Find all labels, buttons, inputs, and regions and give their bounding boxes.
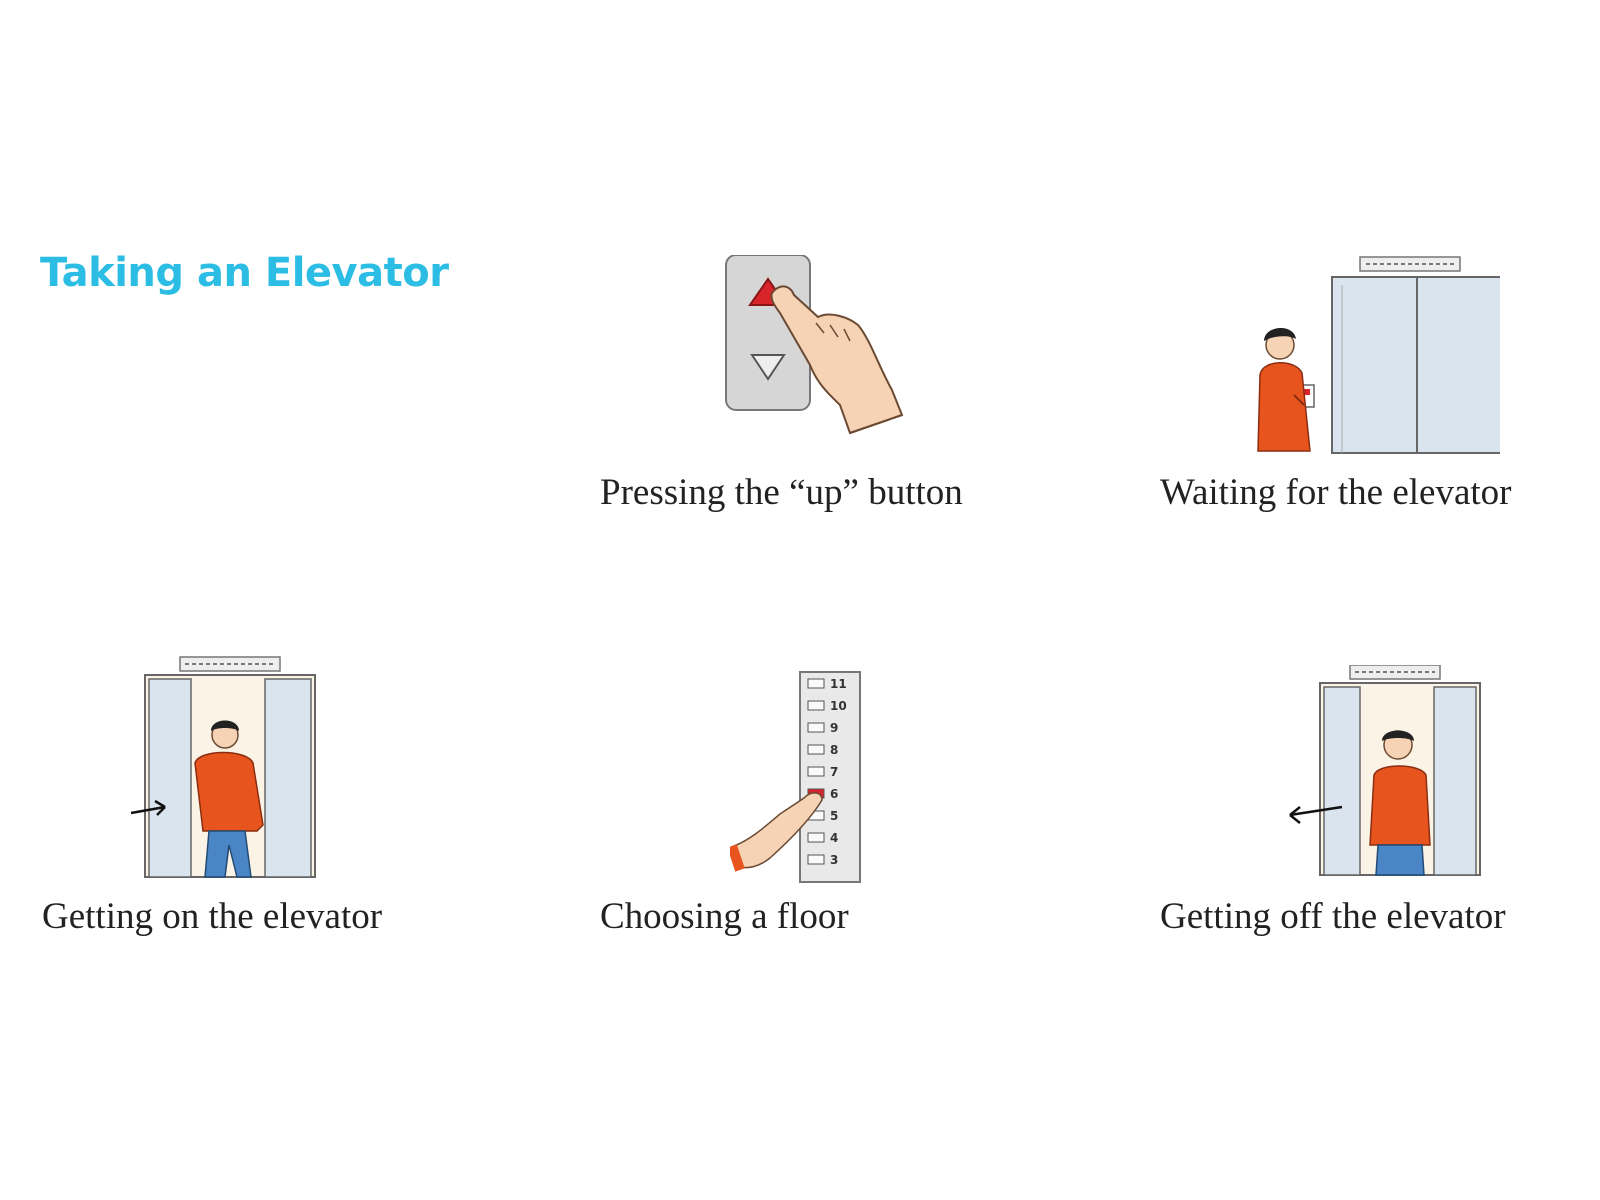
page-title: Taking an Elevator bbox=[40, 250, 449, 296]
caption-getting-on: Getting on the elevator bbox=[42, 896, 383, 937]
panel-pressing-up: Pressing the “up” button bbox=[600, 255, 1020, 525]
caption-waiting: Waiting for the elevator bbox=[1160, 472, 1512, 513]
up-button-icon bbox=[725, 255, 904, 435]
floor-label-7: 7 bbox=[830, 765, 838, 779]
floor-label-11: 11 bbox=[830, 677, 847, 691]
panel-waiting: Waiting for the elevator bbox=[1160, 255, 1580, 525]
floor-button-8 bbox=[807, 744, 825, 755]
elevator-waiting-icon bbox=[1257, 256, 1500, 454]
panel-getting-on: Getting on the elevator bbox=[40, 655, 460, 945]
floor-label-8: 8 bbox=[830, 743, 838, 757]
elevator-exit-icon bbox=[1289, 665, 1481, 876]
floor-label-9: 9 bbox=[830, 721, 838, 735]
caption-pressing-up: Pressing the “up” button bbox=[600, 472, 963, 513]
floor-label-4: 4 bbox=[830, 831, 838, 845]
floor-label-5: 5 bbox=[830, 809, 838, 823]
floor-button-9 bbox=[807, 722, 825, 733]
floor-label-6: 6 bbox=[830, 787, 838, 801]
panel-getting-off: Getting off the elevator bbox=[1160, 665, 1580, 950]
floor-button-11 bbox=[807, 678, 825, 689]
floor-label-3: 3 bbox=[830, 853, 838, 867]
floor-label-10: 10 bbox=[830, 699, 847, 713]
caption-getting-off: Getting off the elevator bbox=[1160, 896, 1506, 937]
floor-panel-icon: 11 10 9 8 7 6 5 4 3 bbox=[730, 671, 861, 883]
floor-button-3 bbox=[807, 854, 825, 865]
caption-choosing-floor: Choosing a floor bbox=[600, 896, 849, 937]
elevator-enter-icon bbox=[130, 656, 316, 878]
panel-choosing-floor: 11 10 9 8 7 6 5 4 3 Choosing a floor bbox=[600, 670, 1020, 950]
floor-button-4 bbox=[807, 832, 825, 843]
floor-button-10 bbox=[807, 700, 825, 711]
floor-button-7 bbox=[807, 766, 825, 777]
